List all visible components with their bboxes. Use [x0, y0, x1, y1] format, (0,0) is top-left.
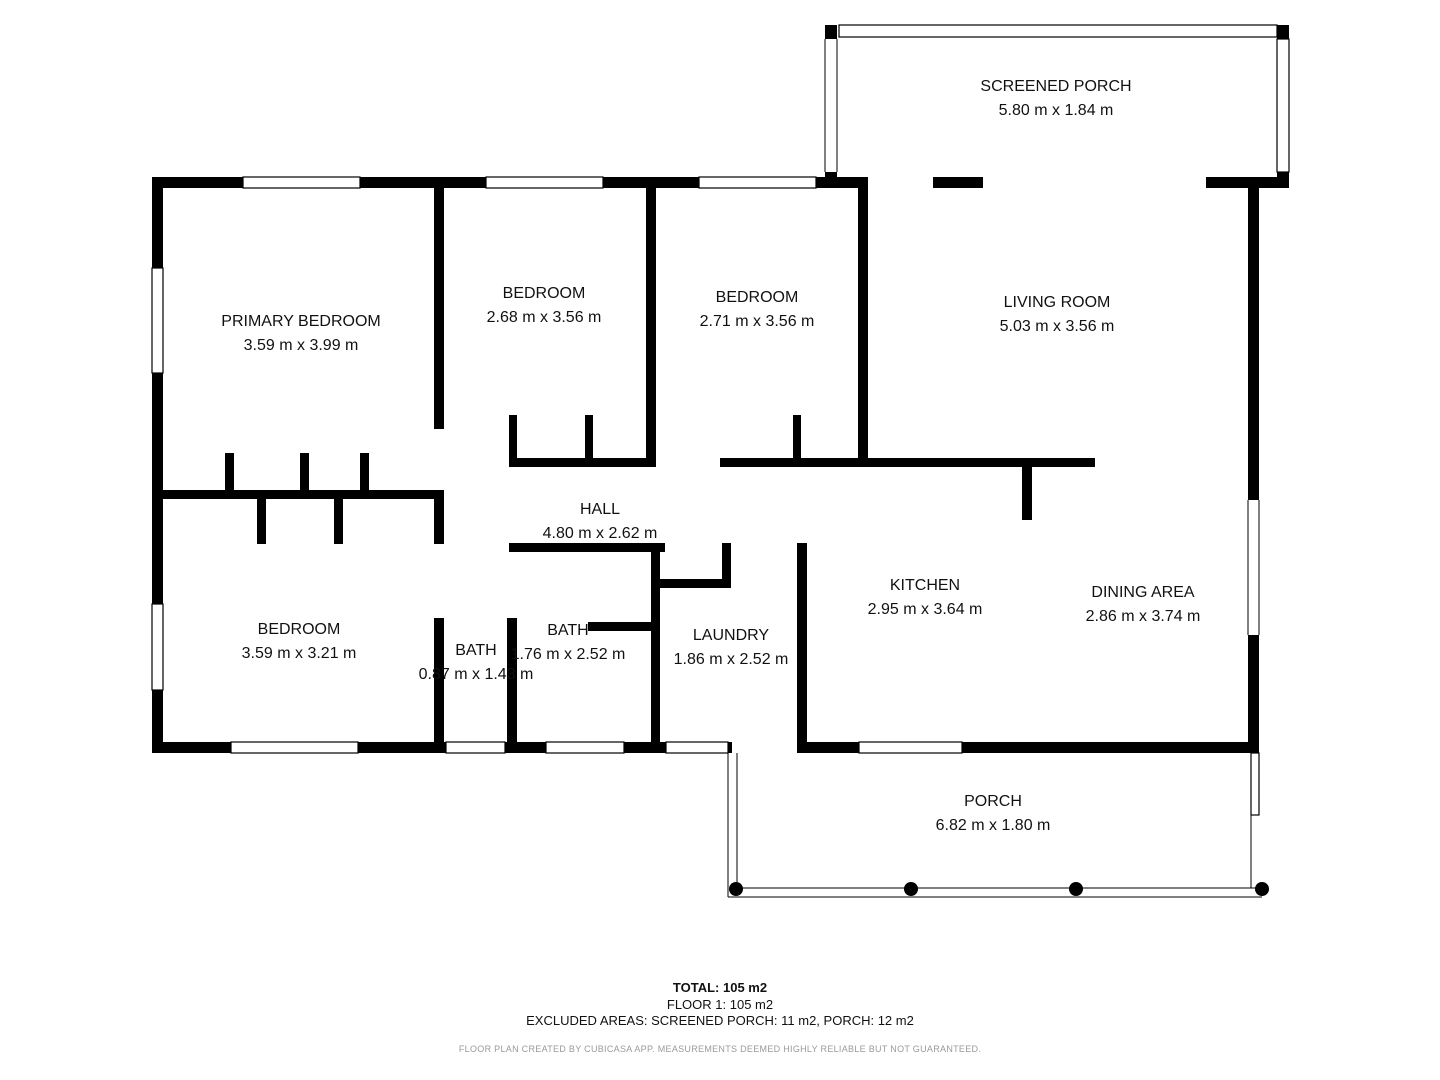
label-bedroom-4-name: BEDROOM	[258, 621, 341, 638]
label-porch-dim: 6.82 m x 1.80 m	[936, 817, 1051, 834]
windows	[151, 24, 1290, 816]
room-labels: SCREENED PORCH 5.80 m x 1.84 m PRIMARY B…	[221, 78, 1200, 834]
label-kitchen-name: KITCHEN	[890, 577, 960, 594]
label-hall-dim: 4.80 m x 2.62 m	[543, 525, 658, 542]
footer-disclaimer: FLOOR PLAN CREATED BY CUBICASA APP. MEAS…	[458, 1044, 982, 1054]
label-living-room-name: LIVING ROOM	[1004, 294, 1111, 311]
label-primary-bedroom-name: PRIMARY BEDROOM	[221, 313, 380, 330]
label-laundry-dim: 1.86 m x 2.52 m	[674, 651, 789, 668]
label-bedroom-3-name: BEDROOM	[716, 289, 799, 306]
porch-posts	[729, 882, 1269, 896]
footer-excluded-areas: EXCLUDED AREAS: SCREENED PORCH: 11 m2, P…	[526, 1013, 914, 1028]
label-bedroom-2-dim: 2.68 m x 3.56 m	[487, 309, 602, 326]
label-primary-bedroom-dim: 3.59 m x 3.99 m	[244, 337, 359, 354]
label-bedroom-4-dim: 3.59 m x 3.21 m	[242, 645, 357, 662]
label-dining-area-name: DINING AREA	[1091, 584, 1194, 601]
footer-floor: FLOOR 1: 105 m2	[666, 997, 774, 1012]
label-porch-name: PORCH	[964, 793, 1022, 810]
label-laundry-name: LAUNDRY	[693, 627, 770, 644]
label-bath-small-name: BATH	[455, 642, 496, 659]
label-bedroom-3-dim: 2.71 m x 3.56 m	[700, 313, 815, 330]
label-bath-name: BATH	[547, 622, 588, 639]
footer-total: TOTAL: 105 m2	[672, 980, 768, 995]
label-bedroom-2-name: BEDROOM	[503, 285, 586, 302]
label-screened-porch-dim: 5.80 m x 1.84 m	[999, 102, 1114, 119]
label-hall-name: HALL	[580, 501, 620, 518]
label-bath-dim: 1.76 m x 2.52 m	[511, 646, 626, 663]
label-screened-porch-name: SCREENED PORCH	[980, 78, 1131, 95]
label-kitchen-dim: 2.95 m x 3.64 m	[868, 601, 983, 618]
thin-lines	[727, 39, 1262, 898]
label-living-room-dim: 5.03 m x 3.56 m	[1000, 318, 1115, 335]
label-dining-area-dim: 2.86 m x 3.74 m	[1086, 608, 1201, 625]
label-bath-small-dim: 0.87 m x 1.43 m	[419, 666, 534, 683]
